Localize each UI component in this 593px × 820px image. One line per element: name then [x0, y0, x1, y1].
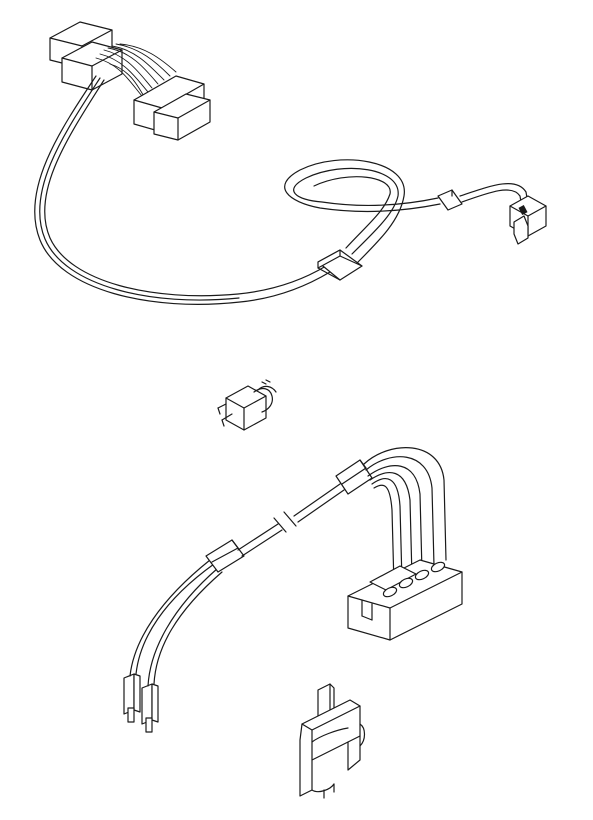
cable-break-mark [273, 511, 297, 533]
harness-end-connector [509, 195, 547, 245]
terminal-block-cable [123, 447, 463, 733]
harness-small-sleeve [437, 189, 463, 211]
harness-main-cable [34, 75, 331, 305]
small-2pin-connector [217, 379, 277, 431]
harness-end-lead [459, 183, 529, 209]
mounting-clip [299, 683, 366, 799]
harness-right-connector [133, 75, 211, 141]
cable-lower-sleeve [205, 539, 245, 573]
harness-wire-bundle [95, 43, 177, 101]
harness-left-connector [49, 21, 123, 91]
cable-end-plug [123, 673, 159, 733]
wire-harness-assembly [34, 21, 547, 305]
cable-upper-sleeve [335, 459, 373, 495]
harness-cable-sleeve [317, 249, 363, 281]
terminal-block [347, 559, 463, 641]
harness-cable-loop [284, 159, 441, 263]
